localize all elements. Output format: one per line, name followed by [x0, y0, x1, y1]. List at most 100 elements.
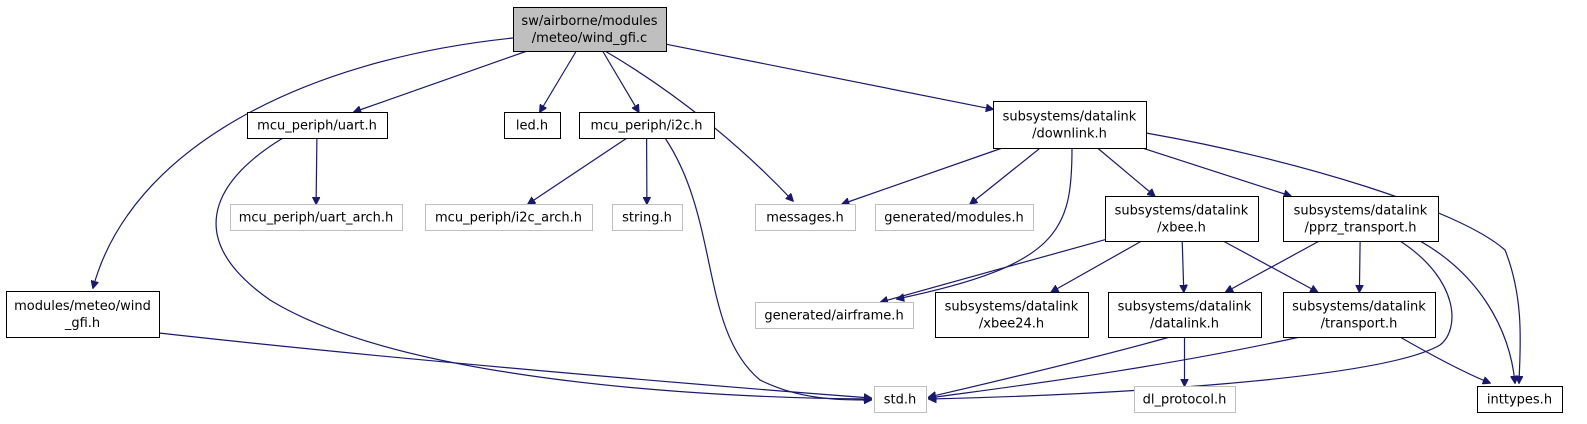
edge-xbee-to-airframe: [881, 239, 1106, 302]
node-box: [247, 112, 388, 139]
node-inttypes[interactable]: inttypes.h: [1477, 386, 1563, 413]
edge-line: [602, 50, 639, 112]
edge-line: [215, 137, 871, 399]
node-label: _gfi.h: [64, 316, 100, 331]
edge-line: [929, 336, 1171, 397]
edge-line: [1419, 240, 1515, 383]
edge-line: [540, 50, 577, 112]
node-xbee24[interactable]: subsystems/datalink/xbee24.h: [935, 292, 1089, 338]
node-box: [504, 112, 561, 139]
edge-pprz-to-inttypes: [1419, 240, 1515, 383]
node-box: [1105, 196, 1259, 242]
edge-pprz-to-datalink: [1226, 240, 1320, 292]
edge-root-to-led: [540, 50, 577, 112]
edge-line: [1142, 147, 1291, 196]
nodes-layer: sw/airborne/modules/meteo/wind_gfi.c mcu_…: [6, 7, 1563, 413]
edge-downlink-to-messages: [842, 147, 1003, 204]
edge-downlink-to-pprz: [1142, 147, 1291, 196]
edge-line: [1051, 240, 1142, 292]
node-label: inttypes.h: [1487, 393, 1552, 408]
node-label: mcu_periph/uart.h: [257, 119, 377, 134]
edge-line: [316, 137, 317, 204]
edge-line: [528, 137, 628, 204]
node-box: [935, 292, 1089, 338]
edge-downlink-to-xbee: [1097, 147, 1155, 196]
node-box: [425, 204, 593, 231]
edge-line: [665, 43, 993, 109]
edges-layer: [93, 37, 1520, 400]
node-std: std.h: [874, 386, 927, 413]
node-i2c[interactable]: mcu_periph/i2c.h: [579, 112, 715, 139]
node-box: [1283, 196, 1439, 242]
node-label: /meteo/wind_gfi.c: [532, 31, 647, 46]
node-label: mcu_periph/i2c_arch.h: [435, 211, 582, 226]
edge-uart-to-uart_arch: [316, 137, 317, 204]
edge-line: [1097, 147, 1155, 196]
node-box: [1477, 386, 1563, 413]
edge-line: [1399, 336, 1490, 383]
node-box: [874, 386, 927, 413]
edge-transport-to-inttypes: [1399, 336, 1490, 383]
node-wind-gfi-h[interactable]: modules/meteo/wind_gfi.h: [6, 291, 160, 338]
node-label: subsystems/datalink: [1115, 204, 1249, 219]
edge-downlink-to-gen_modules: [970, 147, 1041, 204]
node-transport[interactable]: subsystems/datalink/transport.h: [1283, 292, 1436, 338]
node-box: [6, 291, 160, 338]
edge-wind_gfi_h-to-std: [158, 332, 871, 398]
node-label: std.h: [884, 393, 917, 408]
edge-line: [1145, 132, 1520, 383]
edge-i2c-to-i2c_arch: [528, 137, 628, 204]
edge-root-to-i2c: [602, 50, 639, 112]
edge-root-to-uart: [354, 50, 528, 112]
edge-downlink-to-airframe: [897, 147, 1073, 299]
node-box: [993, 101, 1147, 149]
node-uart[interactable]: mcu_periph/uart.h: [247, 112, 388, 139]
edge-xbee-to-datalink: [1182, 240, 1184, 292]
node-label: mcu_periph/uart_arch.h: [239, 211, 394, 226]
edge-line: [1359, 240, 1360, 292]
node-label: generated/modules.h: [884, 211, 1023, 226]
node-box: [1108, 292, 1262, 338]
node-box: [612, 204, 683, 231]
node-i2c-arch: mcu_periph/i2c_arch.h: [425, 204, 593, 231]
edge-line: [1222, 240, 1317, 292]
node-led[interactable]: led.h: [504, 112, 561, 139]
node-airframe: generated/airframe.h: [755, 302, 914, 329]
edge-transport-to-std: [929, 336, 1301, 398]
edge-i2c-to-std: [664, 137, 871, 400]
edge-line: [897, 147, 1073, 299]
node-label: subsystems/datalink: [1118, 300, 1252, 315]
edge-line: [929, 240, 1453, 399]
node-xbee[interactable]: subsystems/datalink/xbee.h: [1105, 196, 1259, 242]
node-box: [1283, 292, 1436, 338]
edge-line: [970, 147, 1041, 204]
edge-xbee-to-transport: [1222, 240, 1317, 292]
node-pprz[interactable]: subsystems/datalink/pprz_transport.h: [1283, 196, 1439, 242]
node-label: /transport.h: [1321, 317, 1398, 332]
node-downlink[interactable]: subsystems/datalink/downlink.h: [993, 101, 1147, 149]
node-label: /downlink.h: [1032, 127, 1107, 142]
node-label: /datalink.h: [1150, 317, 1219, 332]
node-datalink[interactable]: subsystems/datalink/datalink.h: [1108, 292, 1262, 338]
node-box: [230, 204, 403, 231]
edge-pprz-to-std: [929, 240, 1453, 399]
edge-downlink-to-inttypes: [1145, 132, 1520, 383]
node-label: sw/airborne/modules: [521, 14, 657, 29]
node-root[interactable]: sw/airborne/modules/meteo/wind_gfi.c: [513, 7, 667, 52]
node-label: dl_protocol.h: [1143, 393, 1227, 408]
edge-line: [1182, 240, 1184, 292]
node-label: led.h: [516, 119, 548, 134]
node-box: [755, 204, 856, 231]
edge-uart-to-std: [215, 137, 871, 399]
node-label: subsystems/datalink: [945, 300, 1079, 315]
node-string: string.h: [612, 204, 683, 231]
edge-root-to-wind_gfi_h: [93, 37, 514, 288]
node-label: /xbee24.h: [979, 317, 1044, 332]
node-box: [875, 204, 1034, 231]
node-gen-modules: generated/modules.h: [875, 204, 1034, 231]
edge-line: [354, 50, 528, 112]
node-label: subsystems/datalink: [1292, 300, 1426, 315]
edge-line: [929, 336, 1301, 398]
edge-line: [881, 239, 1106, 302]
